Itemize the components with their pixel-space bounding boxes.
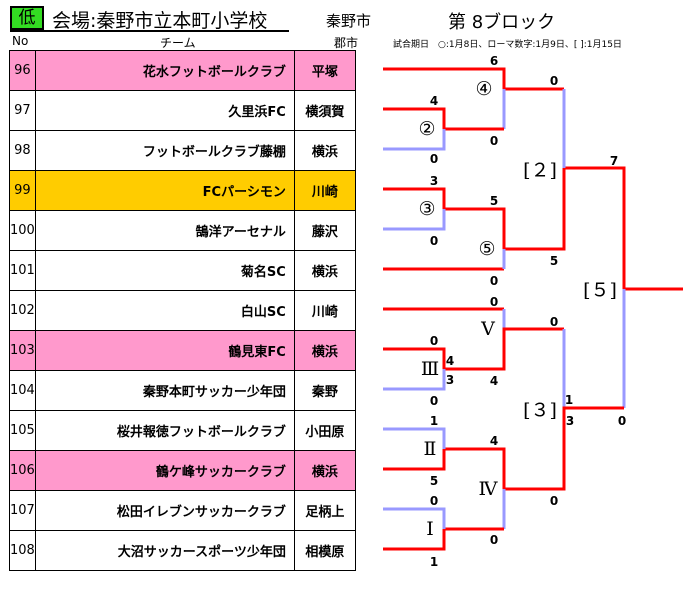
bracket-line xyxy=(383,369,446,391)
title-underline xyxy=(10,30,289,32)
score: 3 xyxy=(445,373,455,387)
team-no: 97 xyxy=(9,90,36,131)
bracket-line xyxy=(383,129,446,151)
score: 3 xyxy=(429,174,439,188)
team-no: 100 xyxy=(9,210,36,251)
score: 0 xyxy=(489,295,499,309)
team-name: 鶴見東FC xyxy=(34,330,295,371)
bracket-line xyxy=(383,107,504,131)
score: 0 xyxy=(489,533,499,547)
level-badge: 低 xyxy=(10,6,44,30)
score: 0 xyxy=(429,234,439,248)
team-city: 横浜 xyxy=(293,250,356,291)
match-label: Ⅴ xyxy=(481,318,495,340)
team-city: 横浜 xyxy=(293,330,356,371)
bracket-line xyxy=(383,166,683,291)
host-city: 秦野市 xyxy=(326,12,372,30)
bracket-line xyxy=(444,406,624,491)
team-no: 104 xyxy=(9,370,36,411)
score: 1 xyxy=(429,414,439,428)
schedule-note: 試合期日 ○:1月8日、ローマ数字:1月9日、[ ]:1月15日 xyxy=(393,40,622,50)
bracket-line xyxy=(383,527,504,551)
match-label: ③ xyxy=(418,198,436,220)
block-title: 第 8ブロック xyxy=(448,12,556,33)
team-city: 横浜 xyxy=(293,450,356,491)
match-label: Ⅳ xyxy=(478,478,498,500)
match-label: [２] xyxy=(523,159,557,182)
team-name: 大沼サッカースポーツ少年団 xyxy=(34,530,295,571)
team-city: 川崎 xyxy=(293,290,356,331)
team-city: 足柄上 xyxy=(293,490,356,531)
venue-title: 会場:秦野市立本町小学校 xyxy=(52,10,268,32)
score: 4 xyxy=(429,94,439,108)
team-name: 桜井報徳フットボールクラブ xyxy=(34,410,295,451)
team-name: フットボールクラブ藤棚 xyxy=(34,130,295,171)
bracket-line xyxy=(383,209,446,231)
match-label: [３] xyxy=(523,399,557,422)
match-label: Ⅱ xyxy=(423,438,437,460)
score: 0 xyxy=(489,134,499,148)
score: 0 xyxy=(429,494,439,508)
score: 4 xyxy=(445,354,455,368)
team-city: 相模原 xyxy=(293,530,356,571)
score: 0 xyxy=(549,74,559,88)
score: 3 xyxy=(565,414,575,428)
team-city: 平塚 xyxy=(293,50,356,91)
bracket-line xyxy=(383,67,564,91)
col-city-header: 郡市 xyxy=(334,36,359,50)
score: 0 xyxy=(549,315,559,329)
match-label: [５] xyxy=(583,279,617,302)
col-no-header: No xyxy=(12,34,29,48)
score: 4 xyxy=(489,434,499,448)
bracket-line xyxy=(383,327,564,371)
score: 5 xyxy=(549,254,559,268)
team-name: 鶴ケ峰サッカークラブ xyxy=(34,450,295,491)
bracket-line xyxy=(383,449,446,471)
team-name: 松田イレブンサッカークラブ xyxy=(34,490,295,531)
score: 0 xyxy=(549,494,559,508)
team-city: 横須賀 xyxy=(293,90,356,131)
score: 1 xyxy=(429,555,439,569)
score: 0 xyxy=(429,394,439,408)
match-label: ⑤ xyxy=(478,238,496,260)
bracket-line xyxy=(383,427,446,449)
score: 6 xyxy=(489,54,499,68)
col-team-header: チーム xyxy=(160,36,196,50)
score: 4 xyxy=(489,374,499,388)
score: 0 xyxy=(429,334,439,348)
score: 0 xyxy=(617,414,627,428)
team-city: 小田原 xyxy=(293,410,356,451)
team-name: 秦野本町サッカー少年団 xyxy=(34,370,295,411)
team-city: 川崎 xyxy=(293,170,356,211)
score: 7 xyxy=(609,154,619,168)
match-label: ② xyxy=(418,118,436,140)
score: 5 xyxy=(429,474,439,488)
score: 5 xyxy=(489,194,499,208)
team-no: 103 xyxy=(9,330,36,371)
team-no: 98 xyxy=(9,130,36,171)
score: 0 xyxy=(489,274,499,288)
team-name: 花水フットボールクラブ xyxy=(34,50,295,91)
match-label: Ⅰ xyxy=(426,518,434,540)
team-no: 101 xyxy=(9,250,36,291)
bracket-line xyxy=(383,507,446,529)
score: 1 xyxy=(564,393,574,407)
match-label: Ⅲ xyxy=(420,358,440,380)
match-label: ④ xyxy=(475,78,493,100)
score: 0 xyxy=(429,152,439,166)
team-city: 秦野 xyxy=(293,370,356,411)
team-name: FCパーシモン xyxy=(34,170,295,211)
